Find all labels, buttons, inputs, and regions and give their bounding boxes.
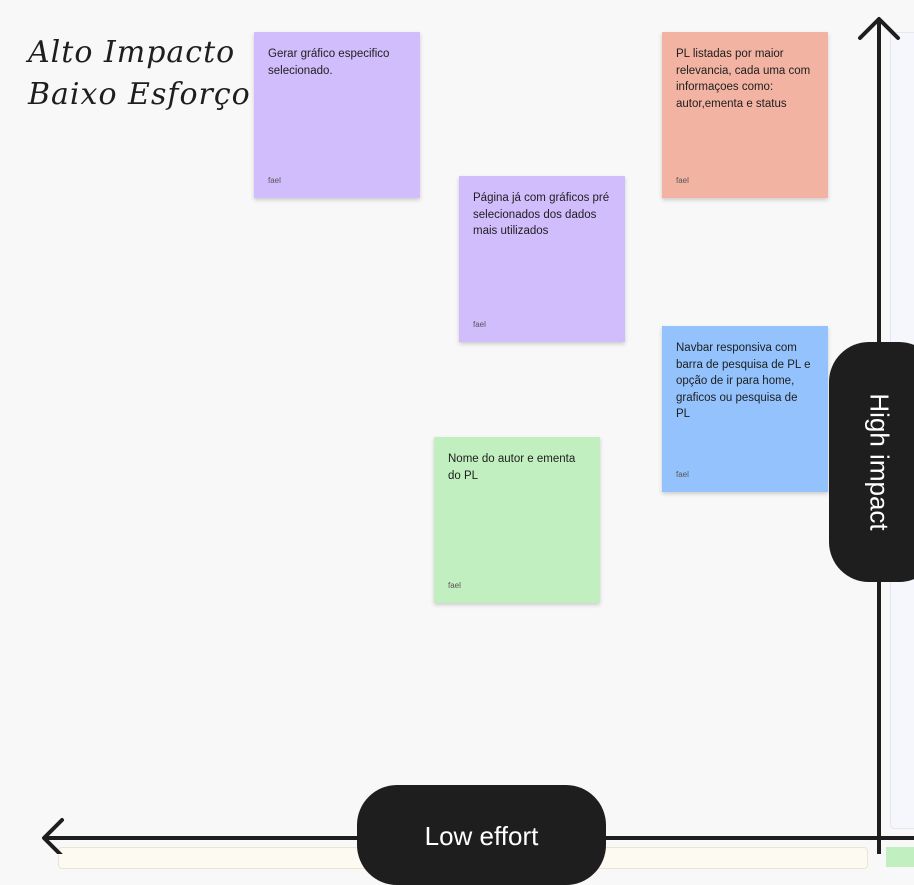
vertical-axis-arrowhead <box>858 17 900 40</box>
sticky-note-author: fael <box>448 581 461 590</box>
sticky-note-text: Gerar gráfico especifico selecionado. <box>268 48 390 77</box>
sticky-note-author: fael <box>268 176 281 185</box>
horizontal-axis-arrowhead <box>42 818 64 854</box>
sticky-note-author: fael <box>676 470 689 479</box>
high-impact-label-text: High impact <box>864 393 895 531</box>
sticky-note-text: Nome do autor e ementa do PL <box>448 453 576 482</box>
sticky-note-author: fael <box>473 320 486 329</box>
low-effort-label-text: Low effort <box>424 821 539 851</box>
quadrant-title: Alto Impacto Baixo Esforço <box>28 32 251 116</box>
sticky-note[interactable]: PL listadas por maior relevancia, cada u… <box>662 32 828 198</box>
quadrant-title-line-2: Baixo Esforço <box>28 77 251 112</box>
high-impact-axis-label: High impact <box>829 342 914 582</box>
sticky-note[interactable]: Nome do autor e ementa do PL fael <box>434 437 600 603</box>
sticky-note[interactable]: Navbar responsiva com barra de pesquisa … <box>662 326 828 492</box>
sticky-note-author: fael <box>676 176 689 185</box>
sticky-note-text: Navbar responsiva com barra de pesquisa … <box>676 342 811 420</box>
sticky-note[interactable]: Gerar gráfico especifico selecionado. fa… <box>254 32 420 198</box>
sticky-note-text: PL listadas por maior relevancia, cada u… <box>676 48 811 110</box>
sticky-note-text: Página já com gráficos pré selecionados … <box>473 192 610 237</box>
low-effort-axis-label: Low effort <box>357 785 606 885</box>
quadrant-title-line-1: Alto Impacto <box>28 35 236 70</box>
sticky-note[interactable]: Página já com gráficos pré selecionados … <box>459 176 625 342</box>
